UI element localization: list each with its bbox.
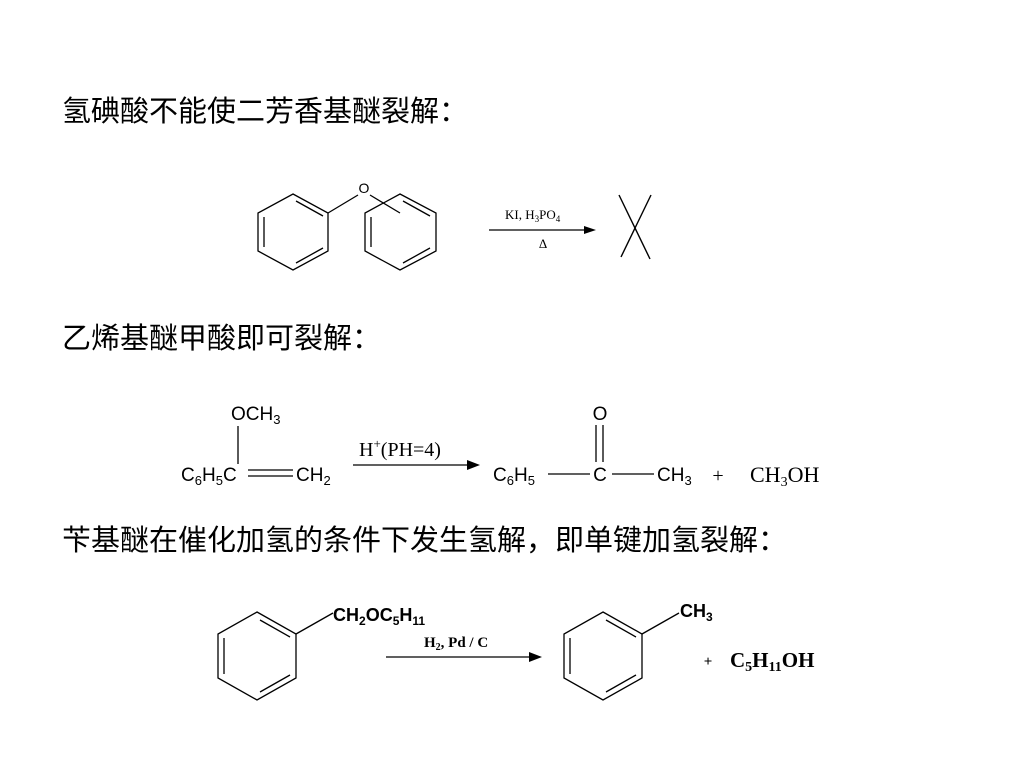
benzyl-substituent-label: CH2OC5H11 (333, 605, 425, 628)
heading-benzyl-ether: 苄基醚在催化加氢的条件下发生氢解，即单键加氢裂解： (62, 523, 788, 557)
vinyl-carbon-label: C6H5C (181, 465, 237, 488)
heading-vinyl-ether: 乙烯基醚甲酸即可裂解： (62, 321, 382, 355)
toluene-ring (563, 611, 680, 701)
reaction-1-arrowhead (584, 226, 596, 234)
pentanol-label: C5H11OH (730, 648, 814, 675)
carbonyl-oxygen-label: O (593, 404, 608, 425)
ether-oxygen-label: O (359, 180, 370, 196)
reaction-2-arrowhead (467, 460, 480, 470)
product-phenyl-label: C6H5 (493, 465, 535, 488)
reaction-3-reagent: H2, Pd / C (424, 635, 488, 653)
carbonyl-carbon-label: C (593, 465, 607, 486)
reaction-3-plus: + (704, 654, 713, 670)
methanol-label: CH3OH (750, 462, 819, 490)
benzyl-ether-ring (217, 611, 334, 701)
toluene-methyl-label: CH3 (680, 601, 713, 624)
heading-diaryl-ether: 氢碘酸不能使二芳香基醚裂解： (62, 94, 469, 128)
reaction-2-reagent: H+(PH=4) (359, 436, 441, 461)
reaction-2-plus: + (712, 465, 723, 487)
reaction-1-reagent: KI, H3PO4 (505, 207, 561, 224)
no-reaction-cross-icon (618, 194, 652, 260)
reaction-1-condition: Δ (539, 236, 547, 251)
reaction-3-arrowhead (529, 652, 542, 662)
methoxy-label: OCH3 (231, 404, 280, 427)
product-methyl-label: CH3 (657, 465, 692, 488)
reaction-2-scheme: OCH3 C6H5C CH2 H+(PH=4) C6H5 O C CH3 + C… (181, 404, 819, 490)
reaction-1-scheme: O KI, H3PO4 Δ (257, 180, 652, 271)
diphenyl-ether-structure (257, 193, 437, 271)
methylene-label: CH2 (296, 465, 331, 488)
